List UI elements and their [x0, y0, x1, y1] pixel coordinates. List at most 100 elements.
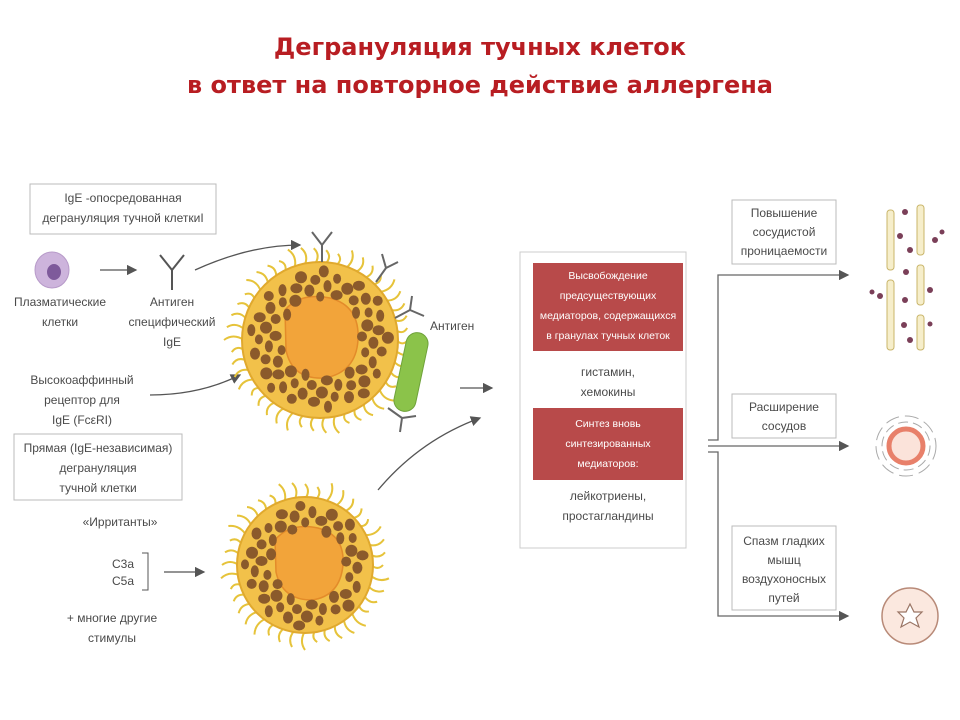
granule: [301, 368, 310, 381]
constricted-airway-icon: [881, 587, 939, 645]
granule: [318, 265, 329, 278]
cell-process: [253, 617, 267, 635]
granule: [297, 387, 308, 400]
granule: [292, 604, 302, 615]
ige-box-line-2: дегрануляция тучной клеткиI: [42, 211, 203, 225]
box1-line-3: медиаторов, содержащихся: [540, 310, 676, 322]
box2-line-3: медиаторов:: [577, 458, 638, 470]
mast-cell-lower: [220, 482, 390, 651]
box2-line-2: синтезированных: [565, 438, 651, 450]
granule: [352, 580, 361, 593]
mediators2-line-2: простагландины: [562, 509, 653, 523]
granule: [289, 294, 302, 307]
granules-lower: [241, 501, 369, 631]
cell-process: [350, 611, 367, 627]
granule: [372, 295, 383, 306]
effect2-line-1: Расширение: [749, 400, 819, 414]
granule: [283, 611, 293, 624]
granule: [323, 280, 332, 293]
granule: [304, 284, 315, 297]
other-stimuli-label-2: стимулы: [88, 631, 136, 645]
box2-line-1: Синтез вновь: [575, 418, 641, 430]
granule: [352, 280, 365, 291]
granule: [358, 375, 371, 388]
granule: [269, 330, 282, 341]
ige-box-line-1: IgE -опосредованная: [64, 191, 181, 205]
granule: [266, 548, 277, 561]
granule: [330, 290, 343, 301]
granule: [272, 579, 283, 590]
granule: [321, 525, 332, 538]
granule: [372, 325, 385, 336]
granule: [241, 559, 249, 570]
granule: [357, 331, 367, 342]
granule: [300, 610, 313, 623]
granule: [270, 589, 283, 602]
granule: [258, 580, 269, 593]
granule: [342, 599, 355, 612]
leaky-vessel-icon: [869, 204, 945, 351]
granule: [270, 314, 281, 324]
granule: [360, 292, 371, 305]
granule: [324, 400, 332, 413]
granule: [341, 282, 354, 295]
bound-ige-icons: [311, 231, 425, 433]
granule: [272, 355, 283, 368]
granule: [250, 565, 259, 578]
effect3-line-4: путей: [768, 591, 799, 605]
granule: [254, 334, 263, 345]
receptor-label-1: Высокоаффинный: [30, 373, 133, 387]
granule: [376, 346, 387, 357]
granule: [265, 301, 276, 314]
granule: [278, 284, 287, 297]
granule: [334, 378, 343, 391]
mediator-box-preformed: [533, 263, 683, 351]
granule: [306, 380, 317, 390]
granule: [295, 501, 306, 511]
granule: [316, 291, 325, 302]
mediators1-line-2: хемокины: [581, 385, 636, 399]
granule: [260, 367, 273, 380]
antigen-ige-label-3: IgE: [163, 335, 181, 349]
granule: [310, 274, 321, 285]
c5a-label: C5a: [112, 574, 134, 588]
granule: [361, 319, 374, 332]
granule: [308, 396, 320, 407]
granule: [253, 312, 266, 323]
granule: [357, 388, 370, 399]
granule: [274, 520, 287, 533]
granule: [250, 347, 260, 360]
granule: [352, 561, 363, 574]
granule: [368, 356, 377, 369]
granule: [275, 509, 288, 520]
granule: [315, 386, 328, 399]
granule: [290, 283, 303, 294]
granule: [264, 523, 273, 533]
granule: [293, 620, 306, 631]
antigen-rod: [393, 332, 429, 412]
granule: [336, 532, 345, 545]
effect-vasodilation: Расширение сосудов: [731, 393, 837, 439]
granule: [258, 593, 271, 604]
granule: [308, 506, 317, 519]
granule: [246, 578, 257, 589]
cell-process: [285, 410, 296, 431]
granule: [333, 521, 344, 532]
granule: [346, 380, 357, 391]
granule: [344, 366, 355, 379]
direct-box-line-1: Прямая (IgE-независимая): [24, 441, 173, 455]
granule: [355, 364, 368, 375]
antigen-ige-label-1: Антиген: [150, 295, 194, 309]
box1-line-2: предсуществующих: [560, 290, 657, 302]
direct-degranulation-box: Прямая (IgE-независимая) дегрануляция ту…: [13, 433, 183, 501]
mediator-panel: Высвобождение предсуществующих медиаторо…: [519, 251, 687, 549]
granule: [381, 331, 394, 344]
granule: [260, 321, 272, 334]
cell-process: [223, 335, 245, 341]
granule: [264, 340, 273, 353]
granule: [348, 533, 357, 543]
granule: [284, 365, 297, 378]
plasma-cell-icon: [34, 251, 70, 289]
granule: [305, 599, 318, 610]
granule: [255, 556, 268, 566]
